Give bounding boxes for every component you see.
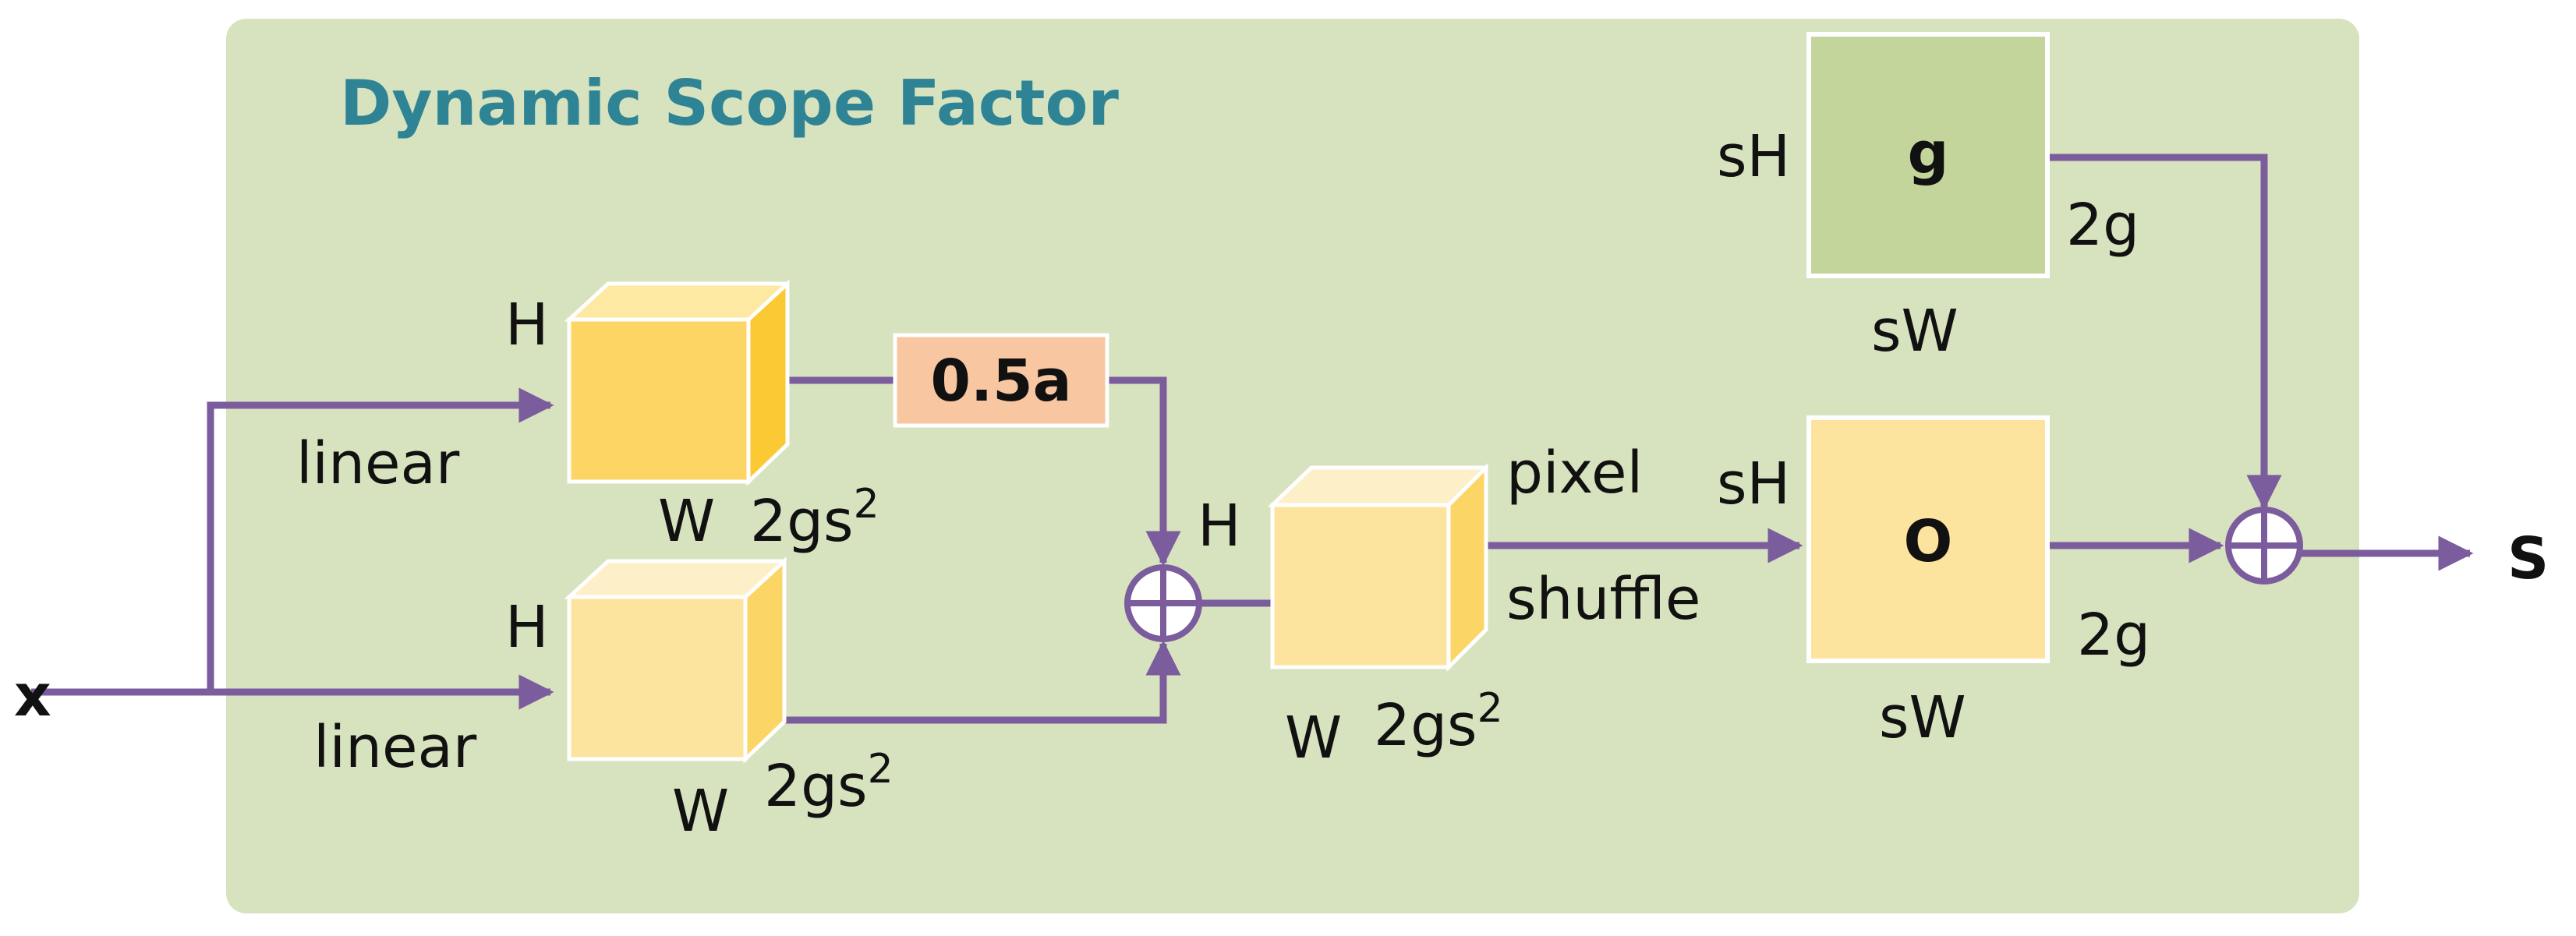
input-label: x [14,662,51,729]
upper-channel-label: 2gs2 [750,481,879,555]
pixel-shuffle-line1: pixel [1506,440,1643,507]
lower-channel-label: 2gs2 [764,746,893,820]
upper-cube-side [746,279,790,486]
merged-height-label: H [1198,493,1241,560]
upper-width-label: W [658,488,715,555]
merged-feature-cube [1267,462,1488,673]
scale-to-add-arrow [1107,376,1181,567]
g-block-label: g [1908,120,1949,187]
g-block [1806,32,2050,278]
g-width-label: sW [1871,298,1959,365]
upper-cube-front [567,317,751,484]
o-channel-label: 2g [2077,602,2150,669]
lower-to-add-arrow [784,640,1181,724]
lower-cube-front [567,595,748,761]
g-channel-label: 2g [2066,192,2139,259]
o-width-label: sW [1879,684,1966,751]
add-node-merge [1124,564,1202,642]
o-block [1806,415,2050,663]
connections [31,154,2474,724]
upper-height-label: H [505,291,549,359]
upper-linear-label: linear [296,430,460,497]
g-to-sum-arrow [2047,154,2282,510]
merged-channel-label: 2gs2 [1374,685,1503,759]
lower-cube-side [743,556,787,764]
lower-width-label: W [672,778,729,845]
panel-title: Dynamic Scope Factor [340,67,1119,140]
upper-feature-cube [564,279,790,486]
add-node-output [2225,507,2303,585]
o-block-label: O [1904,508,1953,575]
merged-cube-front [1270,503,1451,669]
o-height-label: sH [1717,450,1790,517]
output-label: S [2507,525,2549,592]
scale-box [893,333,1109,428]
lower-height-label: H [505,594,549,661]
pixel-shuffle-line2: shuffle [1506,566,1700,633]
g-height-label: sH [1717,123,1790,190]
lower-feature-cube [564,556,787,764]
lower-linear-label: linear [313,714,477,781]
merged-width-label: W [1285,705,1342,772]
merged-cube-side [1446,462,1488,673]
upper-branch-arrow [207,387,554,692]
scale-label: 0.5a [930,348,1071,415]
